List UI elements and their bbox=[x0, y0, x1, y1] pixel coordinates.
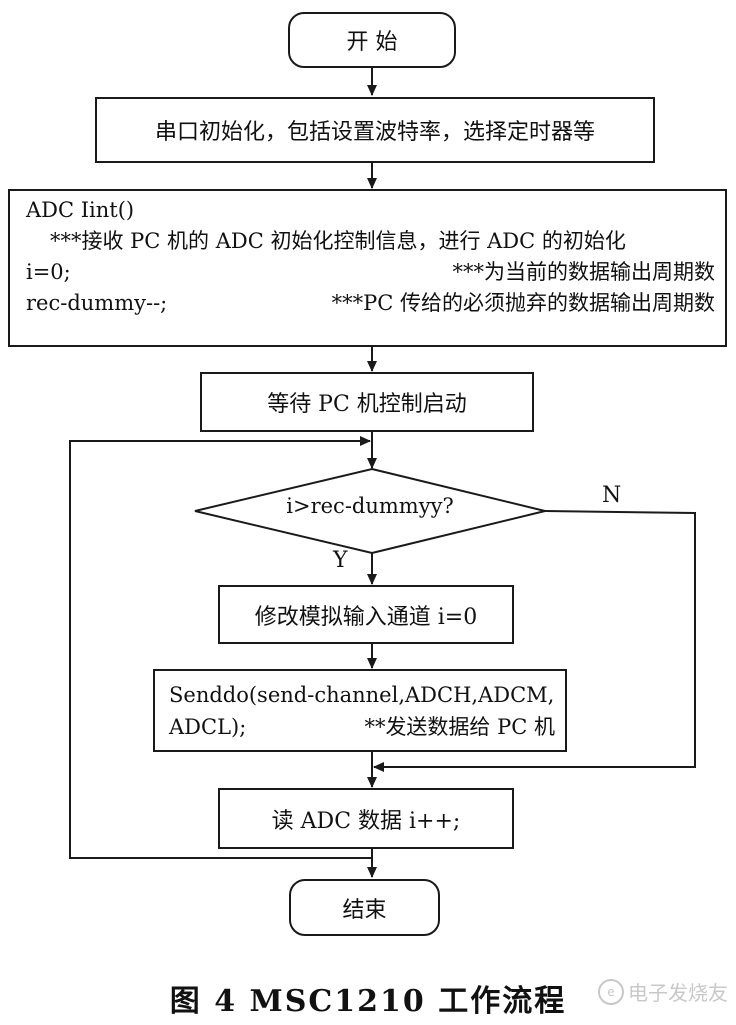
modify-channel-label: 修改模拟输入通道 i=0 bbox=[254, 604, 478, 630]
adc-init-line-4: rec-dummy--;***PC 传给的必须抛弃的数据输出周期数 bbox=[26, 291, 715, 315]
wait-pc-label: 等待 PC 机控制启动 bbox=[267, 392, 467, 417]
end-label: 结束 bbox=[342, 897, 387, 923]
send-data-line-1: Senddo(send-channel,ADCH,ADCM, bbox=[169, 683, 555, 707]
no-label: N bbox=[602, 483, 622, 508]
read-adc-label: 读 ADC 数据 i++; bbox=[271, 808, 461, 834]
watermark-text: 电子发烧友 bbox=[628, 981, 728, 1005]
yes-label: Y bbox=[333, 548, 348, 573]
serial-init-label: 串口初始化，包括设置波特率，选择定时器等 bbox=[154, 120, 595, 145]
watermark: e 电子发烧友 bbox=[598, 977, 728, 1006]
wait-pc-box: 等待 PC 机控制启动 bbox=[200, 372, 534, 432]
send-data-line-2: ADCL);**发送数据给 PC 机 bbox=[169, 715, 555, 739]
adc-init-line-1: ADC Iint() bbox=[26, 198, 135, 222]
adc-init-box: ADC Iint() ***接收 PC 机的 ADC 初始化控制信息，进行 AD… bbox=[8, 189, 727, 347]
end-node: 结束 bbox=[289, 879, 440, 936]
adc-init-line-3: i=0;***为当前的数据输出周期数 bbox=[26, 260, 715, 284]
modify-channel-box: 修改模拟输入通道 i=0 bbox=[218, 585, 514, 644]
watermark-logo-icon: e bbox=[598, 978, 624, 1005]
decision-label: i>rec-dummyy? bbox=[286, 494, 454, 518]
serial-init-box: 串口初始化，包括设置波特率，选择定时器等 bbox=[95, 97, 655, 163]
loop-back-line bbox=[69, 436, 373, 859]
figure-caption: 图 4 MSC1210 工作流程 bbox=[169, 984, 567, 1019]
start-label: 开 始 bbox=[346, 30, 398, 55]
adc-init-line-2: ***接收 PC 机的 ADC 初始化控制信息，进行 ADC 的初始化 bbox=[50, 229, 626, 253]
send-data-box: Senddo(send-channel,ADCH,ADCM, ADCL);**发… bbox=[153, 669, 567, 752]
no-branch-line bbox=[373, 510, 696, 772]
read-adc-box: 读 ADC 数据 i++; bbox=[218, 788, 514, 849]
start-node: 开 始 bbox=[288, 12, 456, 68]
